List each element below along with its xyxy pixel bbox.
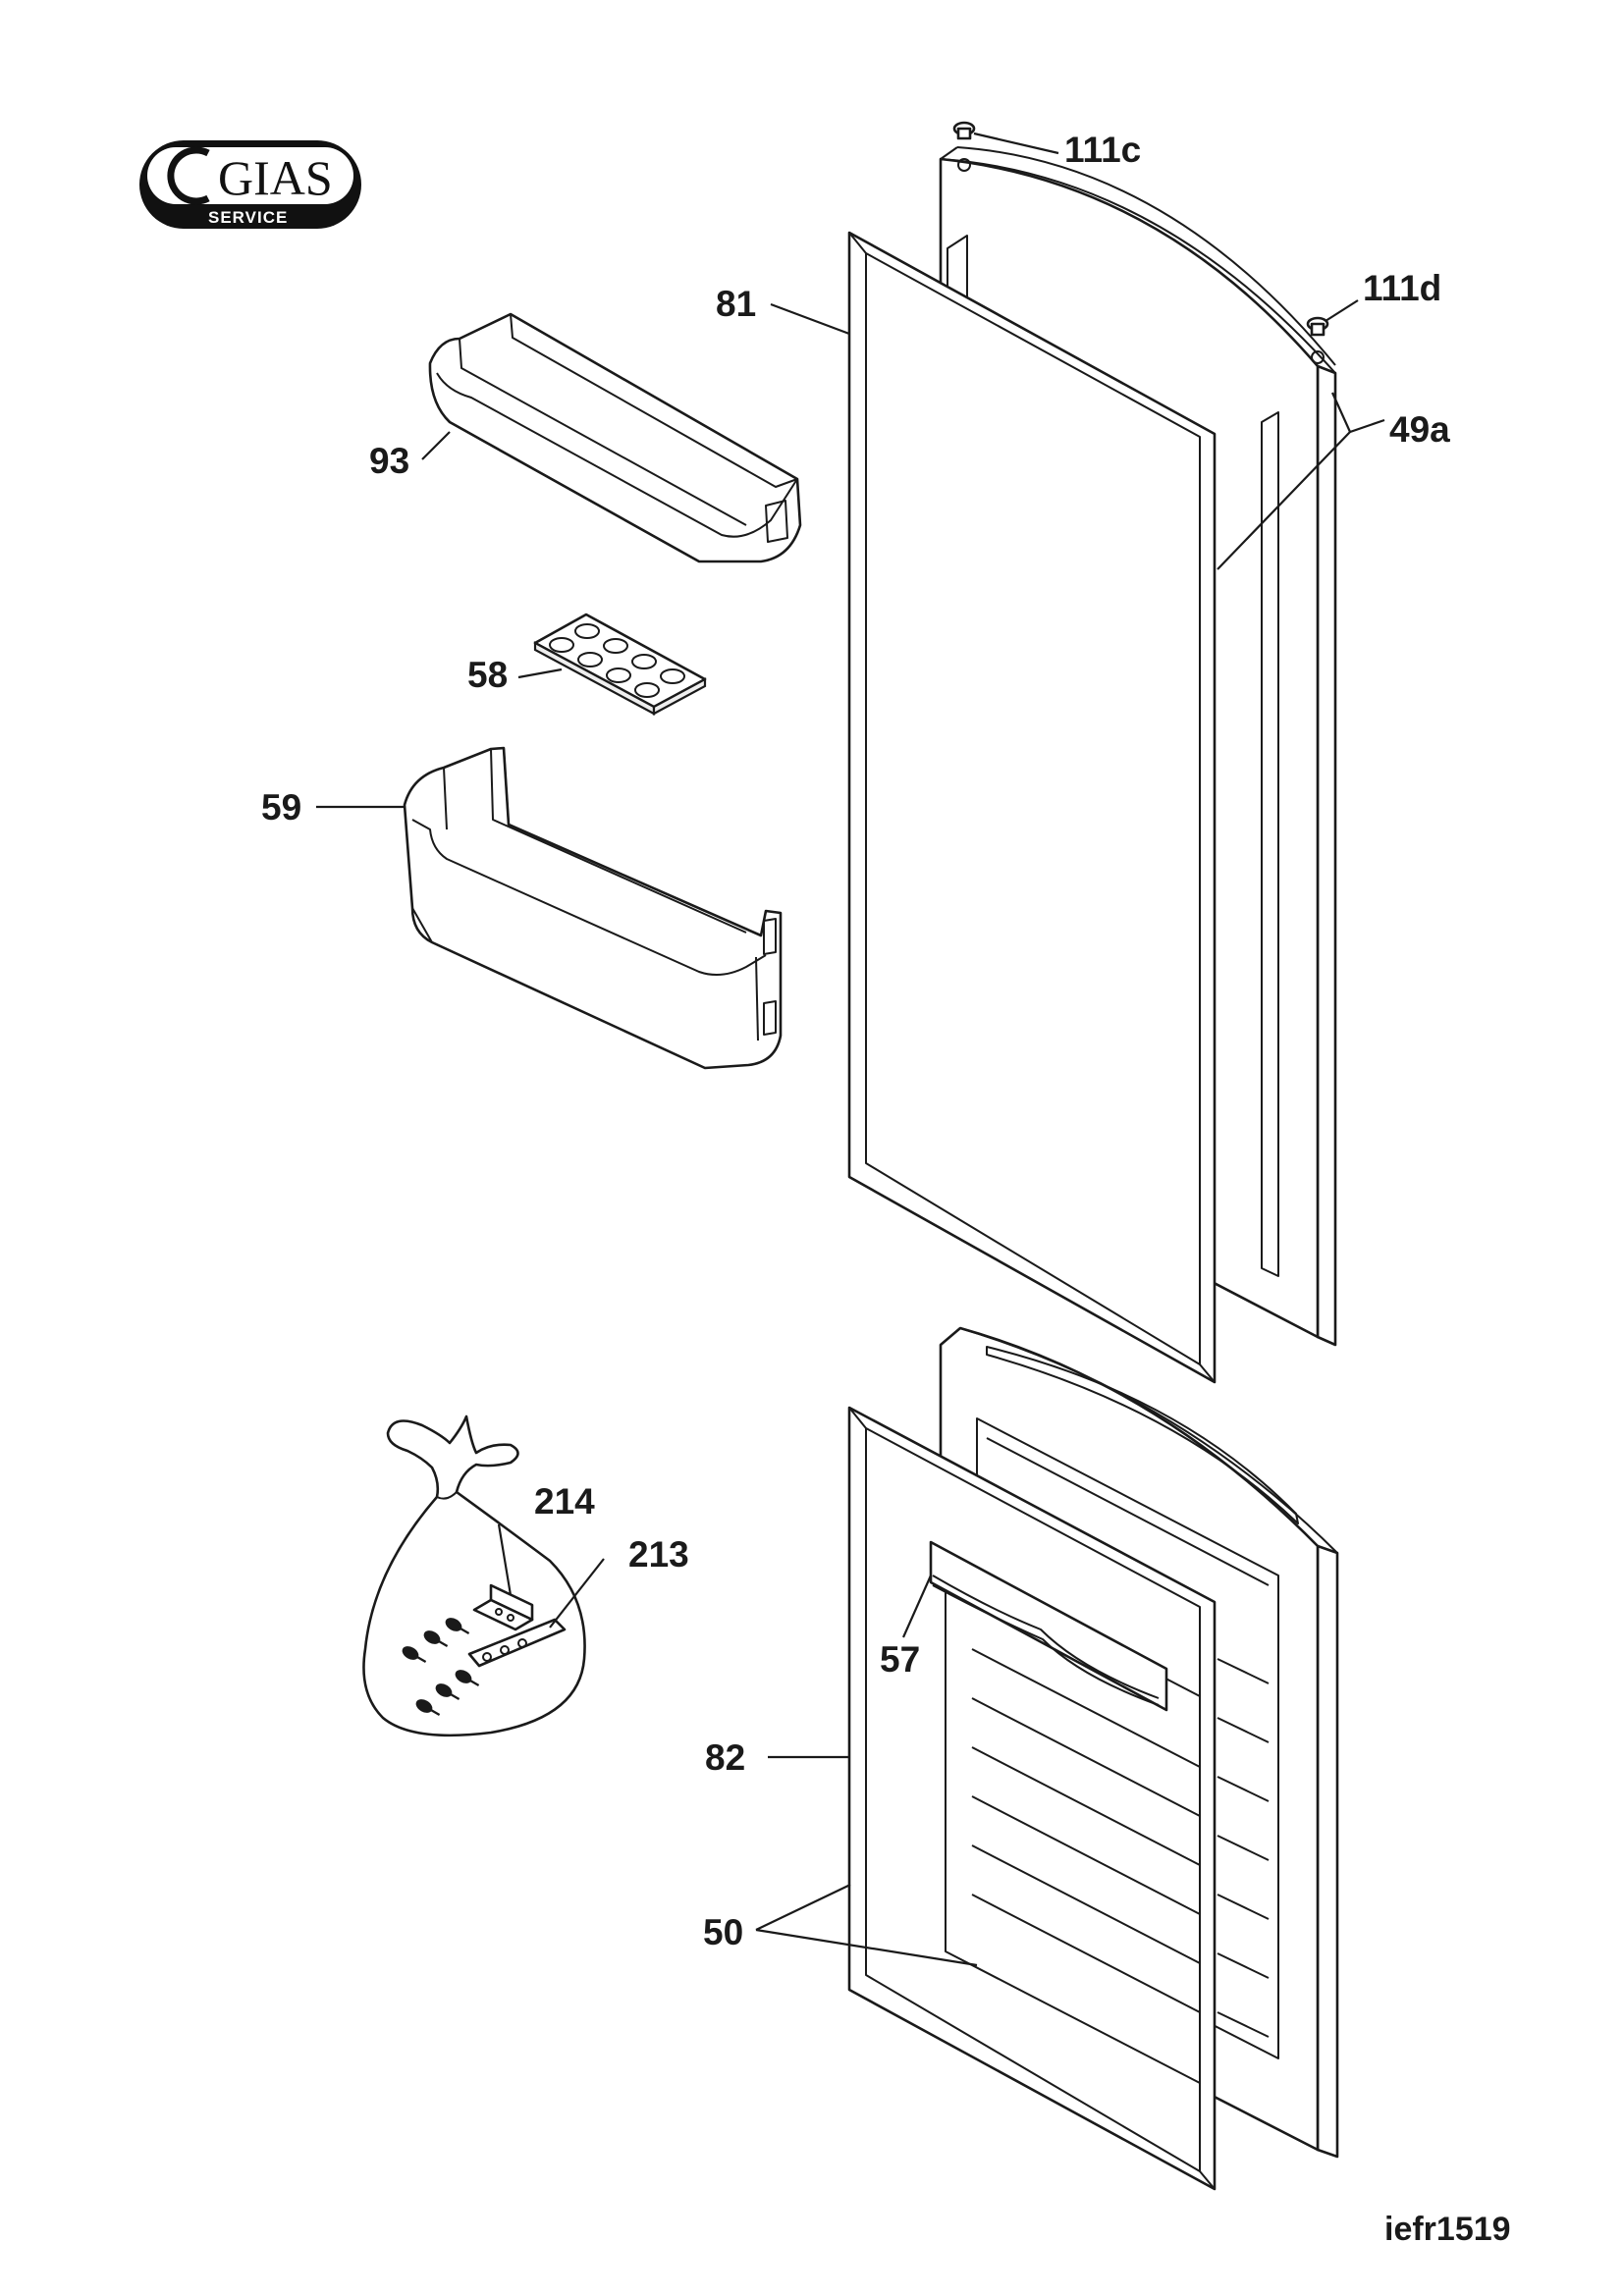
callout-111d: 111d [1363, 268, 1441, 308]
callout-111c: 111c [1064, 130, 1141, 170]
callout-81: 81 [716, 284, 756, 324]
door-bin-93 [428, 312, 802, 563]
egg-cups [549, 623, 685, 698]
callout-213: 213 [628, 1534, 689, 1575]
hinge-pin-111d [1306, 316, 1329, 364]
drawing-code: iefr1519 [1384, 2211, 1511, 2248]
door-bin-59 [403, 746, 783, 1070]
logo-brand-text: GIAS [218, 150, 333, 205]
door-handle-57 [929, 1540, 1168, 1712]
leader-lines [316, 132, 1385, 1967]
bracket-213 [467, 1618, 567, 1668]
inner-shelf-lines [971, 1648, 1201, 2013]
egg-tray-58 [533, 613, 707, 716]
hinge-pin-111c [952, 121, 976, 172]
upper-door-gasket [847, 231, 1217, 1384]
liner-ribs [1217, 1658, 1270, 2038]
callout-labels: 111c 111d 81 49a 93 58 59 214 213 57 82 … [261, 130, 1450, 1952]
callout-50: 50 [703, 1912, 743, 1952]
callout-82: 82 [705, 1737, 745, 1778]
callout-58: 58 [467, 655, 508, 695]
callout-93: 93 [369, 441, 409, 481]
hardware-bag [362, 1415, 586, 1737]
screws [402, 1618, 480, 1716]
callout-49a: 49a [1389, 409, 1450, 450]
gias-service-logo: GIAS SERVICE [139, 140, 361, 229]
callout-214: 214 [534, 1481, 595, 1522]
logo-subtitle-text: SERVICE [208, 208, 288, 227]
bracket-214 [472, 1583, 534, 1631]
callout-57: 57 [880, 1639, 920, 1680]
callout-59: 59 [261, 787, 301, 828]
